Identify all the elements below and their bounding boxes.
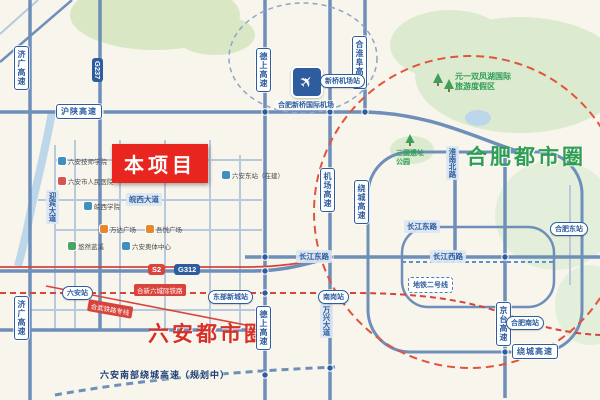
poi-text: 六安市人民医院	[68, 179, 114, 186]
road-label: 绕城高速	[512, 344, 558, 359]
intercity-rail	[0, 292, 600, 336]
poi-text: 六安奥体中心	[132, 244, 171, 251]
poi-icon	[146, 225, 154, 233]
hefei-metro-circle-title: 合肥都市圈	[466, 146, 586, 169]
road-label: 德上高速	[256, 306, 271, 350]
poi-label: 六安奥体中心	[122, 241, 171, 251]
poi-icon	[222, 171, 230, 179]
road-label: G237	[92, 58, 103, 83]
poi-text: 悠然蓝溪	[78, 244, 104, 251]
poi-text: 吾悦广场	[156, 227, 182, 234]
tree-icon	[444, 79, 454, 92]
poi-icon	[58, 157, 66, 165]
poi-label: 六安东站（在建）	[222, 170, 284, 180]
poi-label: 吾悦广场	[146, 224, 182, 234]
airport-zone-circle	[228, 2, 378, 114]
resort-label: 元一双凤湖国际旅游度假区	[455, 72, 511, 92]
station-label: 合肥南站	[506, 316, 544, 330]
road-label: 淮南北路	[446, 146, 459, 180]
lake	[465, 110, 491, 126]
station-label: 合肥东站	[550, 222, 588, 236]
hefei-circle-boundary	[313, 55, 600, 369]
road-label: 长江东路	[404, 220, 440, 233]
poi-label: 皖西学院	[84, 201, 120, 211]
road-label: 德上高速	[256, 48, 271, 92]
road-label: 万兴大道	[320, 304, 333, 338]
metro-line2-label: 地铁二号线	[408, 277, 453, 293]
road-label: 皖西大道	[126, 193, 162, 206]
road-label: 长江东路	[296, 250, 332, 263]
green-areas	[70, 0, 600, 345]
road-label: 合武铁路专线	[86, 299, 134, 319]
road-label: 合新六城际铁路	[134, 284, 186, 296]
road-label: 长江西路	[430, 250, 466, 263]
station-label: 六安站	[62, 286, 93, 300]
tree-icon	[433, 73, 443, 86]
airplane-icon: ✈	[291, 66, 323, 98]
airport-name: 合肥新桥国际机场	[276, 100, 336, 110]
road-label: 济广高速	[14, 296, 29, 340]
poi-icon	[100, 225, 108, 233]
road-label: G312	[174, 264, 201, 275]
poi-label: 悠然蓝溪	[68, 241, 104, 251]
poi-label: 万达广场	[100, 224, 136, 234]
luan-metro-circle-title: 六安都市圈	[148, 323, 268, 346]
road-label: 迎宾大道	[46, 190, 59, 224]
road-label: 济广高速	[14, 46, 29, 90]
project-marker: 本项目	[112, 144, 208, 183]
poi-icon	[84, 202, 92, 210]
poi-text: 万达广场	[110, 227, 136, 234]
station-label: 新桥机场站	[320, 74, 365, 88]
tree-icon	[405, 134, 415, 146]
poi-text: 皖西学院	[94, 204, 120, 211]
river	[14, 111, 56, 268]
poi-text: 六安东站（在建）	[232, 173, 284, 180]
road-label: S2	[148, 264, 166, 275]
poi-icon	[58, 177, 66, 185]
park-label: 三国遗址公园	[396, 150, 424, 166]
poi-label: 六安市人民医院	[58, 176, 114, 186]
poi-icon	[122, 242, 130, 250]
road-label: 机场高速	[320, 168, 335, 212]
poi-label: 六安技师学院	[58, 156, 107, 166]
station-label: 南岗站	[318, 290, 349, 304]
road-label: 绕城高速	[354, 180, 369, 224]
road-label: 六安南部绕城高速（规划中）	[100, 370, 231, 380]
station-label: 东部新城站	[208, 290, 253, 304]
poi-text: 六安技师学院	[68, 159, 107, 166]
poi-icon	[68, 242, 76, 250]
road-label: 沪陕高速	[56, 104, 102, 119]
